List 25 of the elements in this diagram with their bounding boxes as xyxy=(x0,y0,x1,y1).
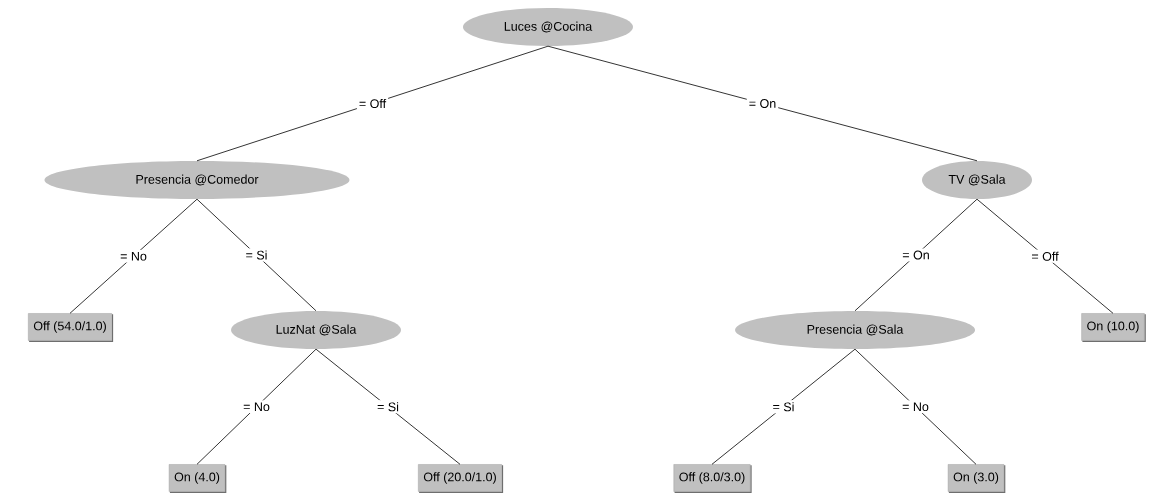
tree-branch xyxy=(196,348,317,465)
edge-label: = On xyxy=(900,248,932,262)
tree-branch xyxy=(854,198,978,312)
tree-branch xyxy=(315,348,461,465)
leaf-box: On (10.0) xyxy=(1081,313,1146,342)
edge-label: = Off xyxy=(356,96,389,111)
edge-label: = No xyxy=(900,400,931,414)
tree-branch xyxy=(547,45,978,162)
edge-label: = Si xyxy=(243,248,270,262)
leaf-box: Off (54.0/1.0) xyxy=(28,313,114,342)
tree-branch xyxy=(196,45,549,162)
edge-label: = No xyxy=(118,249,149,263)
edge-label: = On xyxy=(746,97,779,110)
edge-label: = Off xyxy=(1029,249,1061,263)
edge-label: = No xyxy=(241,400,272,414)
leaf-box: On (3.0) xyxy=(947,464,1006,493)
tree-branch xyxy=(854,348,977,465)
leaf-box: Off (8.0/3.0) xyxy=(673,464,752,493)
leaf-box: On (4.0) xyxy=(168,464,227,493)
leaf-box: Off (20.0/1.0) xyxy=(418,464,504,493)
tree-branch xyxy=(976,198,1114,314)
tree-branch xyxy=(69,198,198,314)
edge-label: = Si xyxy=(770,400,797,414)
edge-label: = Si xyxy=(375,400,401,414)
tree-branch xyxy=(711,348,856,465)
